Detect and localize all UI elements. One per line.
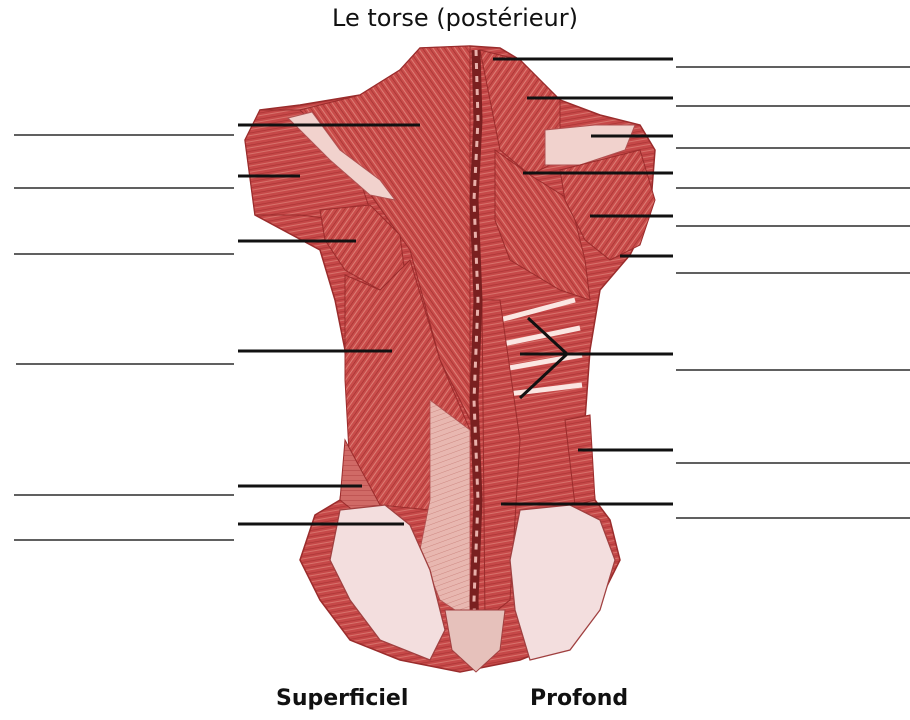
- right-answer-lines: [676, 67, 910, 518]
- pelvis-right: [510, 505, 615, 660]
- spinal-column: [474, 50, 478, 668]
- caption-superficial: Superficiel: [276, 686, 408, 711]
- caption-deep: Profond: [530, 686, 628, 711]
- left-answer-lines: [14, 135, 234, 540]
